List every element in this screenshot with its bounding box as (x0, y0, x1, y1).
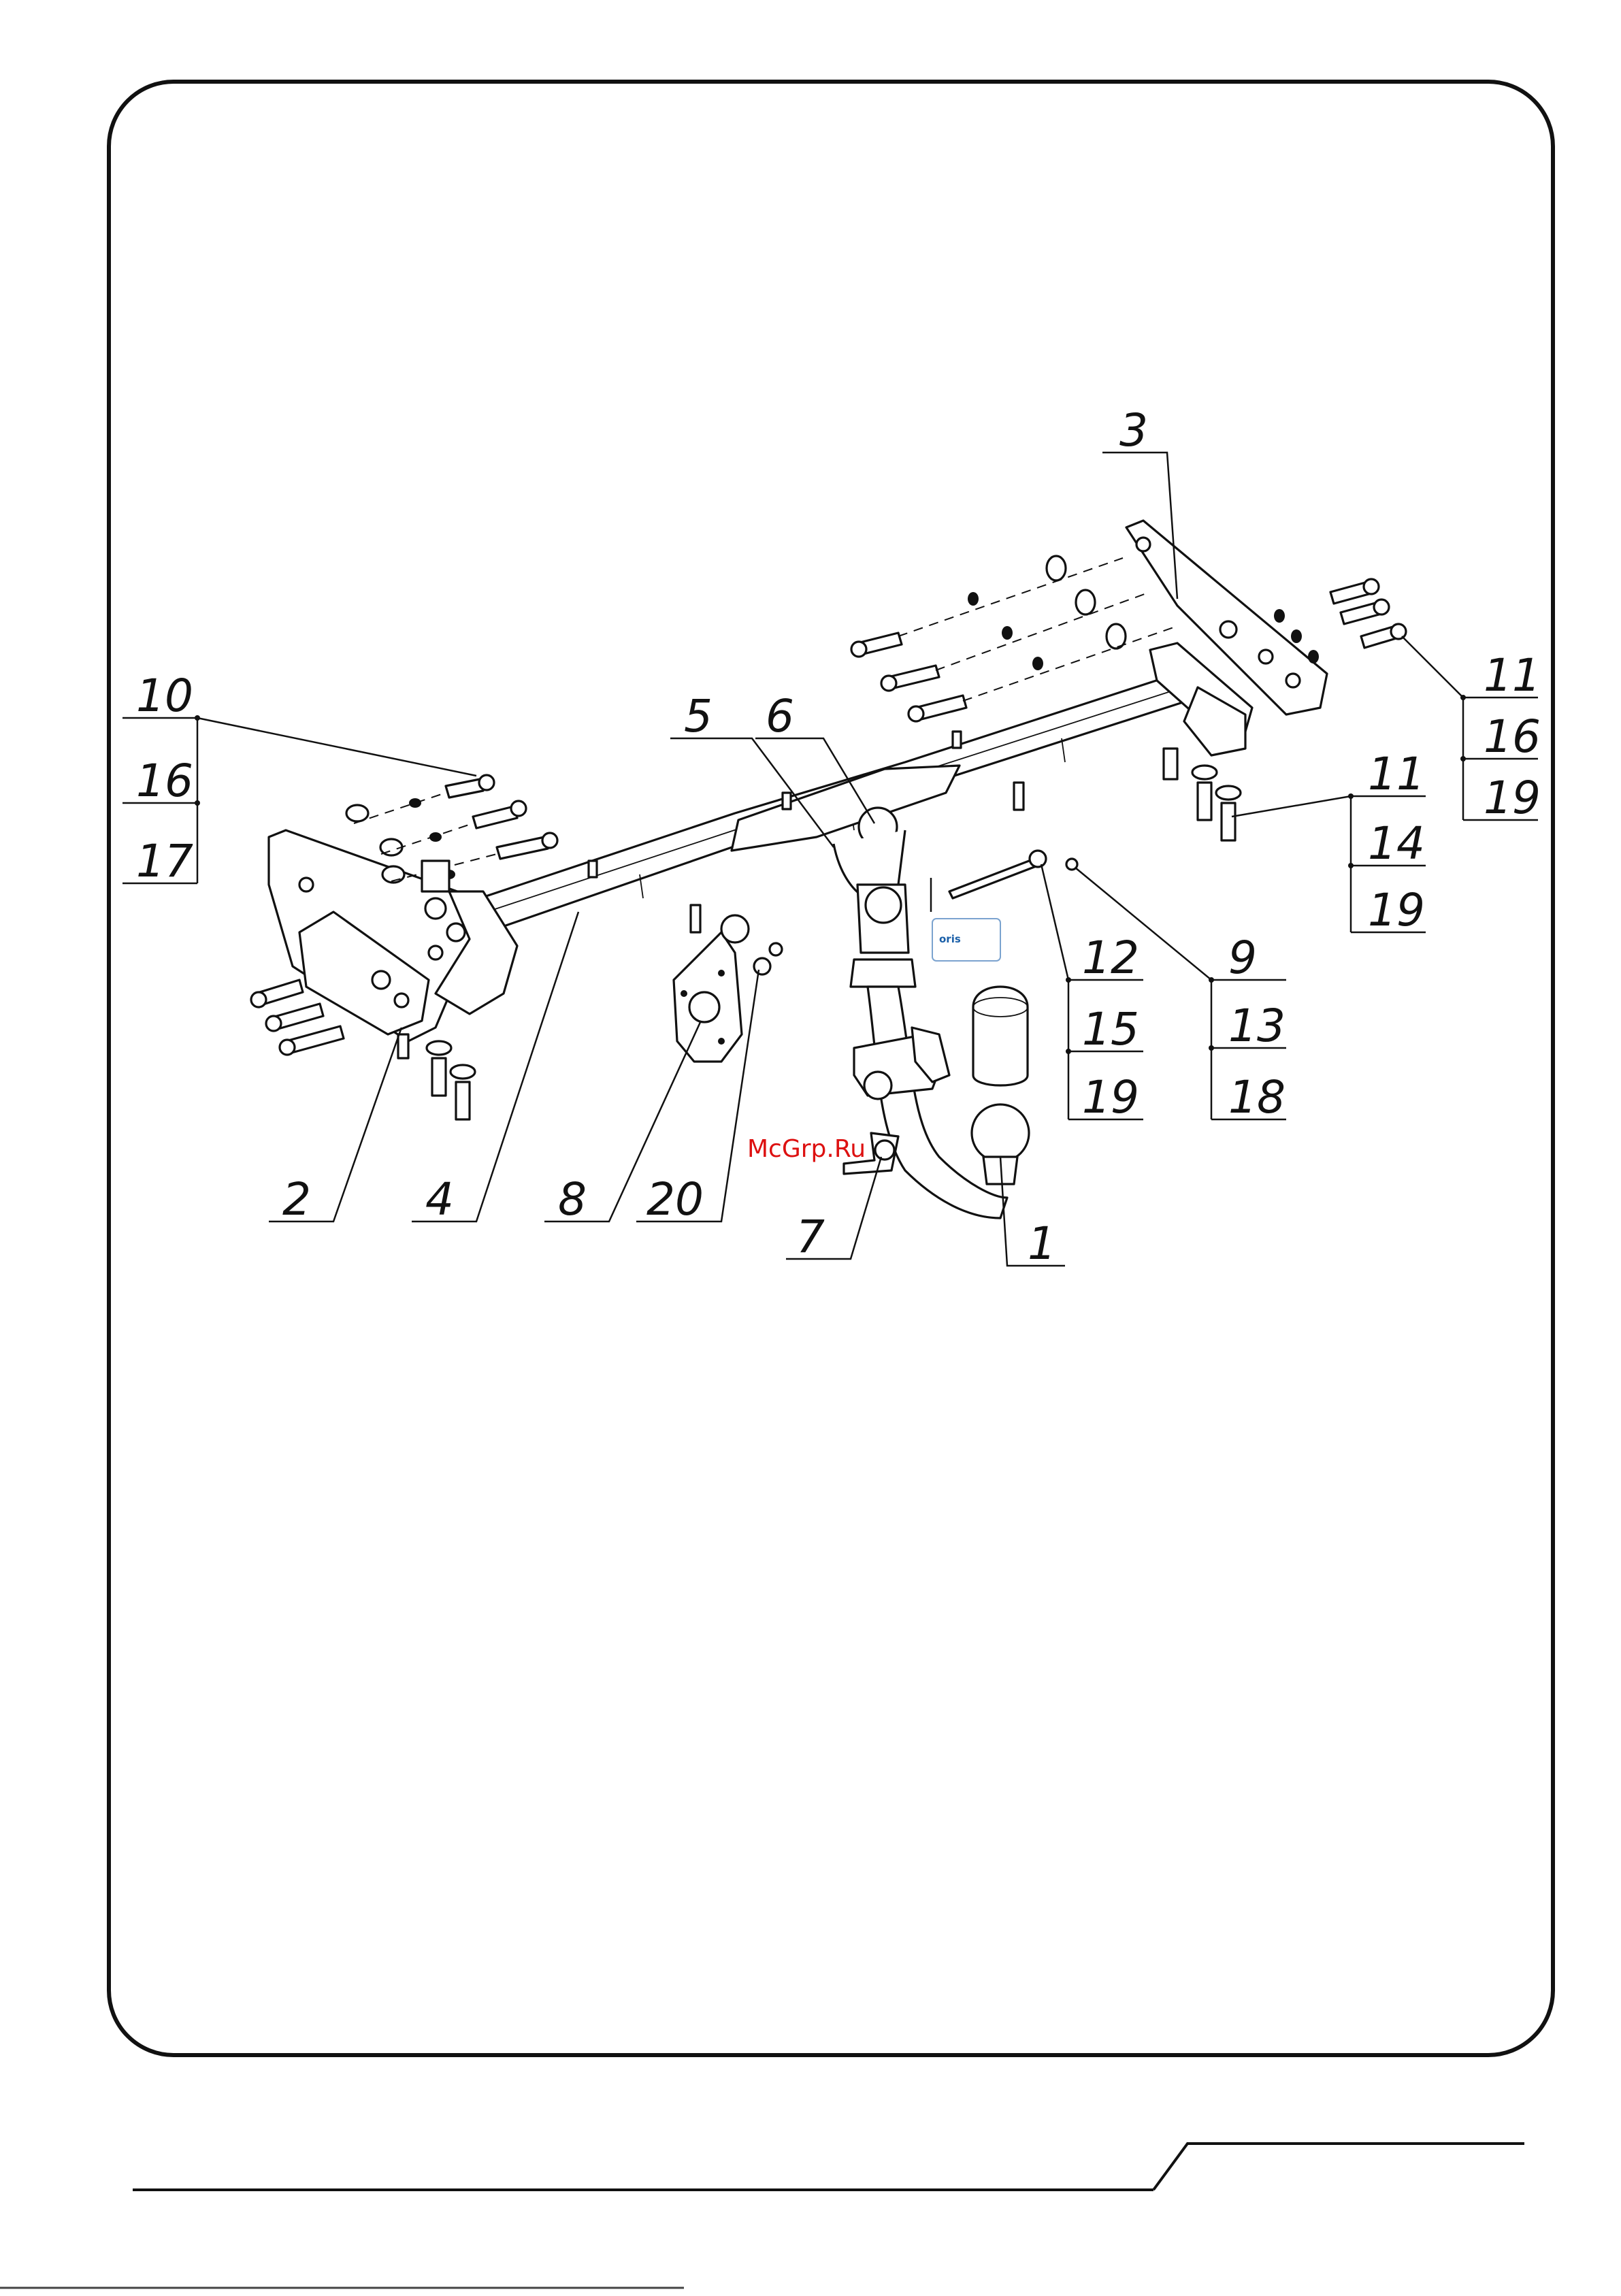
callout-11-lower: 11 (1368, 748, 1425, 800)
callout-2: 2 (282, 1173, 311, 1226)
callout-3: 3 (1119, 404, 1148, 457)
callout-10: 10 (136, 670, 193, 722)
callout-19-upper: 19 (1484, 772, 1541, 824)
callout-16-left: 16 (136, 755, 193, 807)
socket-bracket (674, 915, 782, 1062)
callout-11-upper: 11 (1484, 649, 1541, 702)
callout-15: 15 (1082, 1003, 1139, 1055)
callout-14: 14 (1368, 817, 1425, 870)
callout-6: 6 (766, 690, 794, 742)
callout-19-mid: 19 (1082, 1071, 1139, 1124)
callout-16-right: 16 (1484, 710, 1541, 763)
tow-socket-plate (732, 766, 960, 987)
callout-1: 1 (1028, 1217, 1056, 1270)
callout-17: 17 (136, 835, 193, 887)
callout-4: 4 (425, 1173, 454, 1226)
footer-rule (0, 2144, 1524, 2288)
watermark-text: McGrp.Ru (747, 1135, 866, 1163)
callout-19-lower: 19 (1368, 884, 1425, 936)
callout-9: 9 (1228, 932, 1257, 984)
callout-12: 12 (1082, 932, 1139, 984)
callout-8: 8 (558, 1173, 587, 1226)
callout-20: 20 (646, 1173, 704, 1226)
callout-13: 13 (1228, 1000, 1286, 1052)
oris-logo: oris (932, 919, 1000, 961)
callout-7: 7 (796, 1211, 825, 1263)
long-bolt (931, 851, 1077, 912)
callout-5: 5 (684, 690, 713, 742)
callout-18: 18 (1228, 1071, 1286, 1124)
oris-logo-text: oris (939, 933, 961, 945)
page-frame (109, 82, 1553, 2055)
